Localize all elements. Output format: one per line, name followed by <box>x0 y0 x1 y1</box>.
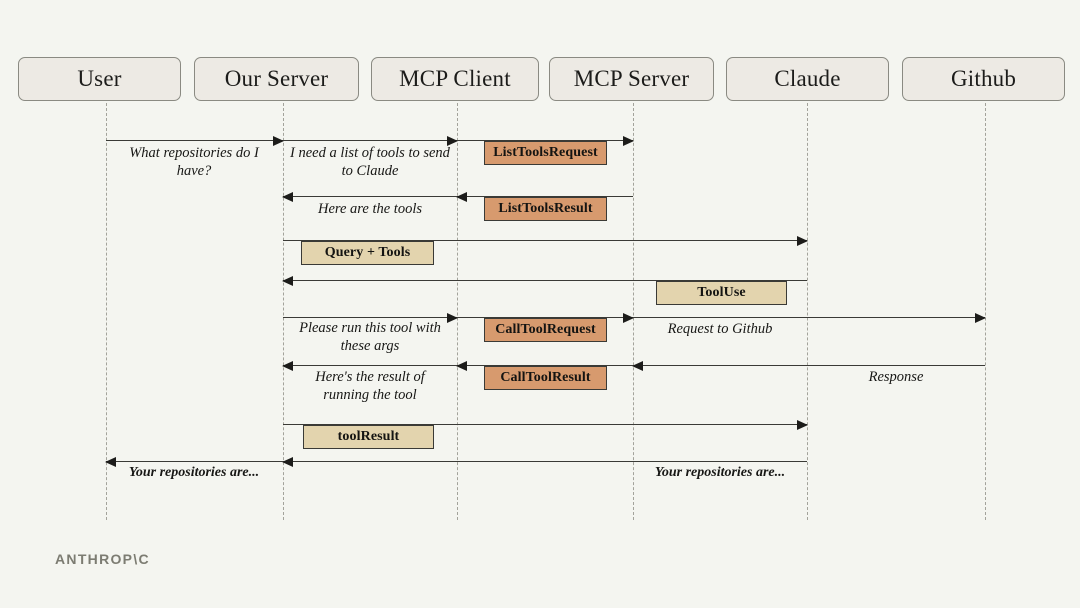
arrowhead-right-icon <box>623 136 634 146</box>
arrowhead-right-icon <box>447 313 458 323</box>
message-box-call-tool-request: CallToolRequest <box>484 318 607 342</box>
actor-label-our-server: Our Server <box>224 66 329 91</box>
arrow-client-to-server-tools <box>282 192 457 202</box>
message-box-label-list-tools-result: ListToolsResult <box>498 201 593 216</box>
actor-box-user: User <box>18 57 181 101</box>
arrowhead-right-icon <box>447 136 458 146</box>
message-text-here-are-the-tools: Here are the tools <box>317 201 423 217</box>
arrow-client-to-server-result <box>282 361 457 371</box>
message-text-final-to-user: Your repositories are... <box>128 465 260 480</box>
arrowhead-left-icon <box>456 192 467 202</box>
message-box-label-tool-use: ToolUse <box>697 285 746 300</box>
actor-label-claude: Claude <box>774 66 841 91</box>
lifeline-user <box>106 103 107 520</box>
arrow-github-to-mcpserver-response <box>632 361 985 371</box>
actor-label-user: User <box>77 66 122 91</box>
arrowhead-right-icon <box>797 236 808 246</box>
message-text-response: Response <box>868 369 924 385</box>
message-text-final-from-claude: Your repositories are... <box>654 465 786 480</box>
actor-box-mcp-server: MCP Server <box>549 57 714 101</box>
arrow-user-to-server-query <box>106 136 284 146</box>
arrow-claude-to-server-tooluse <box>282 276 807 286</box>
arrow-mcpserver-to-client-callresult <box>456 361 633 371</box>
arrow-mcpserver-to-github-request <box>633 313 986 323</box>
actor-label-github: Github <box>950 66 1017 91</box>
message-box-label-list-tools-request: ListToolsRequest <box>493 145 598 160</box>
message-box-list-tools-result: ListToolsResult <box>484 197 607 221</box>
message-box-label-call-tool-result: CallToolResult <box>500 370 591 385</box>
lifeline-our-server <box>283 103 284 520</box>
arrowhead-left-icon <box>632 361 643 371</box>
arrowhead-left-icon <box>282 276 293 286</box>
lifeline-github <box>985 103 986 520</box>
arrowhead-right-icon <box>623 313 634 323</box>
arrow-server-to-claude-toolresult <box>283 420 808 430</box>
lifeline-claude <box>807 103 808 520</box>
arrowhead-left-icon <box>282 361 293 371</box>
message-box-call-tool-result: CallToolResult <box>484 366 607 390</box>
message-box-list-tools-request: ListToolsRequest <box>484 141 607 165</box>
message-box-query-plus-tools: Query + Tools <box>301 241 434 265</box>
arrowhead-right-icon <box>975 313 986 323</box>
arrowhead-right-icon <box>273 136 284 146</box>
actor-box-github: Github <box>902 57 1065 101</box>
lifeline-mcp-client <box>457 103 458 520</box>
arrow-client-to-mcpserver-calltool <box>457 313 634 323</box>
arrowhead-left-icon <box>282 457 293 467</box>
arrowhead-left-icon <box>456 361 467 371</box>
arrow-server-to-client-calltool <box>283 313 458 323</box>
actor-box-claude: Claude <box>726 57 889 101</box>
arrowhead-left-icon <box>105 457 116 467</box>
message-box-label-tool-result: toolResult <box>337 429 400 444</box>
arrowhead-right-icon <box>797 420 808 430</box>
message-text-please-run-tool: Please run this tool with these args <box>299 320 441 354</box>
anthropic-wordmark: ANTHROP\C <box>55 551 150 567</box>
arrow-server-to-claude-query <box>283 236 808 246</box>
arrow-mcpserver-to-client-result <box>456 192 633 202</box>
lifeline-mcp-server <box>633 103 634 520</box>
message-text-what-repositories: What repositories do I have? <box>129 145 259 179</box>
actor-label-mcp-client: MCP Client <box>399 66 511 91</box>
arrow-server-to-user-final <box>105 457 283 467</box>
actor-box-mcp-client: MCP Client <box>371 57 539 101</box>
actor-label-mcp-server: MCP Server <box>573 66 690 91</box>
arrowhead-left-icon <box>282 192 293 202</box>
arrow-claude-to-server-final <box>282 457 807 467</box>
message-box-label-call-tool-request: CallToolRequest <box>495 322 596 337</box>
message-box-tool-use: ToolUse <box>656 281 787 305</box>
message-text-heres-the-result: Here's the result of running the tool <box>315 369 425 403</box>
message-box-tool-result: toolResult <box>303 425 434 449</box>
message-text-request-to-github: Request to Github <box>667 321 773 337</box>
actor-box-our-server: Our Server <box>194 57 359 101</box>
message-text-need-list-of-tools: I need a list of tools to send to Claude <box>290 145 450 179</box>
arrow-server-to-client-listtools <box>283 136 458 146</box>
arrow-client-to-mcpserver-listtools <box>457 136 634 146</box>
message-box-label-query-plus-tools: Query + Tools <box>324 245 411 260</box>
